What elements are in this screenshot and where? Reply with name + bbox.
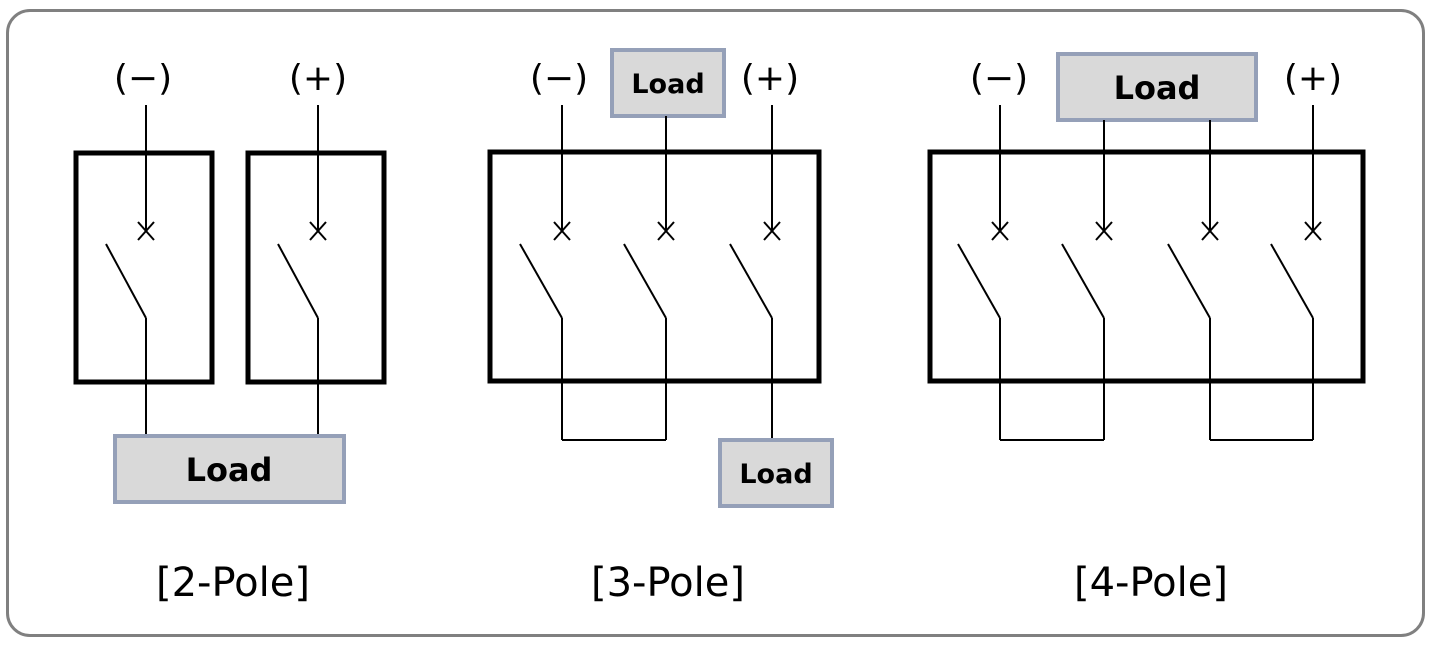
two-pole-contact-1 — [105, 105, 155, 436]
four-pole-contact-3 — [1167, 120, 1219, 440]
three-pole-caption: [3-Pole] — [591, 560, 745, 606]
four-pole-positive-terminal-label: (+) — [1284, 58, 1342, 99]
three-pole-positive-terminal-label: (+) — [741, 58, 799, 99]
two-pole-contact-2 — [277, 105, 327, 436]
three-pole-top-load-box: Load — [610, 48, 726, 118]
four-pole-load-label: Load — [1114, 69, 1201, 107]
diagram-frame — [6, 9, 1425, 637]
two-pole-load-box: Load — [113, 434, 346, 504]
two-pole-breaker-body-right — [245, 150, 387, 385]
two-pole-load-label: Load — [186, 451, 273, 489]
four-pole-contact-1 — [957, 105, 1009, 440]
three-pole-contact-1 — [519, 105, 571, 440]
four-pole-contact-2 — [1061, 120, 1113, 440]
two-pole-diagram: (−) (+) Load [2-Pole] — [73, 58, 387, 606]
four-pole-caption: [4-Pole] — [1074, 560, 1228, 606]
four-pole-breaker-body — [927, 149, 1366, 384]
three-pole-negative-terminal-label: (−) — [530, 58, 588, 99]
four-pole-load-box: Load — [1056, 52, 1258, 122]
two-pole-breaker-body-left — [73, 150, 215, 385]
three-pole-bottom-load-box: Load — [718, 438, 834, 508]
three-pole-breaker-body — [487, 149, 822, 384]
three-pole-contact-2 — [623, 116, 675, 440]
three-pole-top-load-label: Load — [631, 69, 704, 100]
two-pole-positive-terminal-label: (+) — [289, 58, 347, 99]
two-pole-negative-terminal-label: (−) — [114, 58, 172, 99]
three-pole-contact-3 — [729, 105, 781, 440]
two-pole-caption: [2-Pole] — [156, 560, 310, 606]
three-pole-diagram: (−) (+) Load — [487, 48, 834, 606]
four-pole-negative-terminal-label: (−) — [970, 58, 1028, 99]
four-pole-contact-4 — [1270, 105, 1322, 440]
three-pole-bottom-load-label: Load — [739, 459, 812, 490]
four-pole-diagram: (−) (+) Load — [927, 52, 1366, 606]
